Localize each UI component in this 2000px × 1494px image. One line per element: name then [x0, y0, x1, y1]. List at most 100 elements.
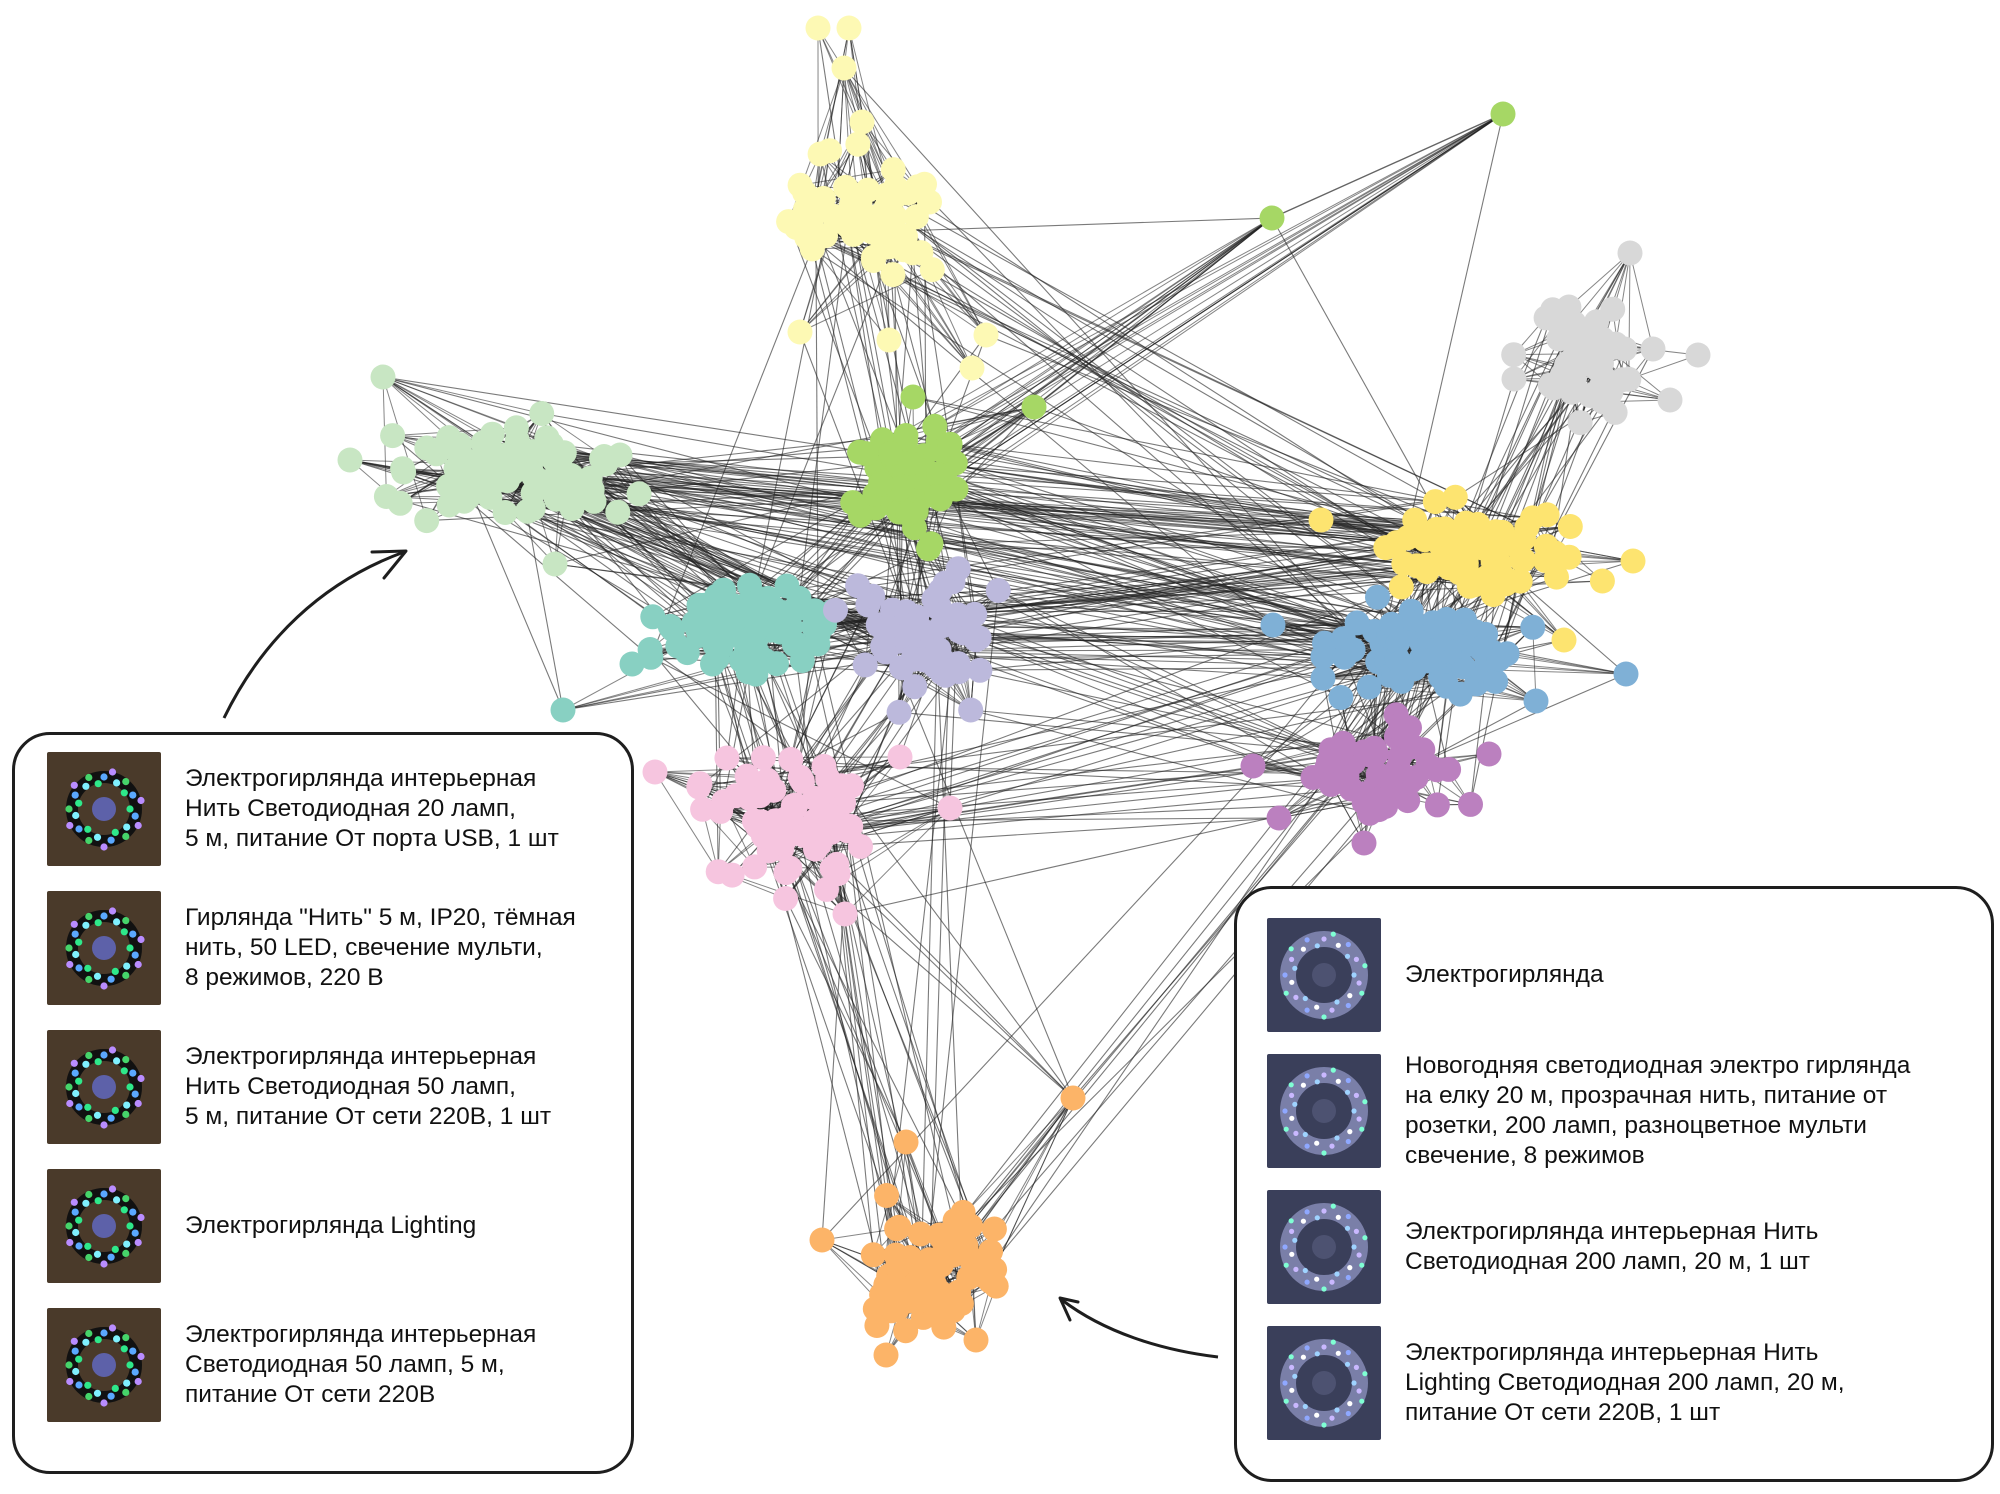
graph-node [937, 795, 963, 821]
graph-node [1640, 336, 1666, 362]
graph-node [893, 1318, 919, 1344]
graph-node [1551, 627, 1577, 653]
graph-edge [930, 528, 1437, 545]
graph-edge [1072, 631, 1476, 1099]
product-name-line: на елку 20 м, прозрачная нить, питание о… [1405, 1082, 1888, 1109]
product-name: Электрогирлянда Lighting [185, 1211, 476, 1241]
graph-node [907, 1221, 933, 1247]
graph-node [1458, 791, 1483, 817]
product-name-line: Электрогирлянда интерьерная [185, 1043, 537, 1070]
graph-edge [848, 27, 869, 191]
graph-edge [952, 749, 1424, 1311]
arrow-to-light-green-cluster [222, 550, 405, 719]
graph-node [737, 785, 763, 811]
graph-edge [941, 625, 1375, 632]
graph-edge [917, 217, 1273, 471]
graph-node [860, 583, 886, 609]
graph-node [1602, 399, 1628, 425]
graph-node [1424, 757, 1450, 783]
product-name-line: Нить Светодиодная 50 ламп, [185, 1073, 516, 1100]
graph-node [902, 674, 928, 700]
graph-node [805, 631, 831, 657]
arrow-to-orange-cluster [1061, 1298, 1219, 1359]
graph-edge [382, 376, 484, 444]
wreath-thumbnail-icon [1267, 1054, 1381, 1168]
graph-node [509, 437, 535, 463]
graph-node [690, 796, 716, 822]
graph-edge [759, 642, 1446, 797]
product-name-line: нить, 50 LED, свечение мульти, [185, 934, 543, 961]
graph-edge [796, 227, 1488, 550]
graph-edge [815, 660, 1426, 850]
graph-node [1685, 342, 1711, 368]
graph-edge [814, 632, 1386, 822]
product-name-line: 8 режимов, 220 В [185, 964, 384, 991]
graph-edge [723, 496, 1456, 600]
graph-edge [808, 831, 1074, 1099]
graph-node [810, 185, 836, 211]
graph-node [1260, 612, 1286, 638]
graph-node [1328, 685, 1354, 710]
graph-node [917, 189, 942, 215]
graph-node [1557, 514, 1583, 539]
graph-node [908, 1257, 934, 1283]
graph-edge [936, 651, 963, 1229]
graph-node [945, 602, 971, 628]
graph-node [337, 447, 363, 473]
graph-node [436, 473, 461, 499]
graph-node [1523, 688, 1549, 714]
graph-node [981, 1216, 1007, 1242]
graph-node [1520, 614, 1546, 640]
graph-edge [1492, 348, 1654, 653]
wreath-thumbnail-icon [1267, 1190, 1381, 1304]
graph-node [761, 777, 787, 803]
graph-node [1364, 786, 1390, 812]
graph-edge [845, 186, 1434, 624]
graph-node [942, 1208, 968, 1233]
graph-node [767, 619, 793, 645]
product-name-line: питание От сети 220В, 1 шт [1405, 1399, 1721, 1426]
graph-node [897, 450, 923, 476]
graph-node [1657, 387, 1683, 413]
graph-node [737, 626, 763, 652]
graph-node [1404, 553, 1430, 579]
graph-node [835, 818, 860, 844]
graph-edge [811, 248, 907, 618]
graph-node [959, 355, 985, 381]
graph-node [626, 481, 652, 507]
graph-node [619, 651, 645, 677]
product-item: Новогодняя светодиодная электро гирлянда… [1237, 1047, 1991, 1175]
graph-node [841, 221, 866, 247]
graph-node [1395, 788, 1421, 814]
graph-node [1365, 584, 1390, 610]
product-name-line: Светодиодная 50 ламп, 5 м, [185, 1351, 505, 1378]
graph-edge [574, 496, 1440, 656]
graph-node [370, 364, 396, 390]
graph-edge [382, 376, 450, 438]
graph-edge [936, 654, 1451, 670]
product-name-line: Новогодняя светодиодная электро гирлянда [1405, 1052, 1911, 1079]
graph-node [414, 508, 440, 534]
graph-edge [1568, 252, 1631, 308]
product-name-line: Lighting Светодиодная 200 ламп, 20 м, [1405, 1369, 1845, 1396]
graph-node [1402, 507, 1428, 533]
graph-edge [382, 376, 908, 515]
graph-node [926, 1222, 952, 1248]
graph-edge [1462, 338, 1560, 544]
graph-node [878, 441, 903, 466]
graph-node [818, 803, 844, 829]
graph-node [1559, 379, 1585, 405]
graph-node [865, 203, 891, 229]
graph-node [1483, 668, 1509, 694]
graph-edge [766, 623, 997, 1287]
graph-edge [983, 752, 1343, 1277]
graph-node [1544, 564, 1569, 590]
graph-node [1423, 522, 1449, 548]
graph-edge [650, 656, 951, 809]
graph-node [742, 854, 768, 880]
product-name-line: Электрогирлянда интерьерная Нить [1405, 1339, 1819, 1366]
graph-node [1240, 753, 1266, 779]
graph-node [1310, 644, 1336, 670]
graph-node [750, 745, 776, 771]
